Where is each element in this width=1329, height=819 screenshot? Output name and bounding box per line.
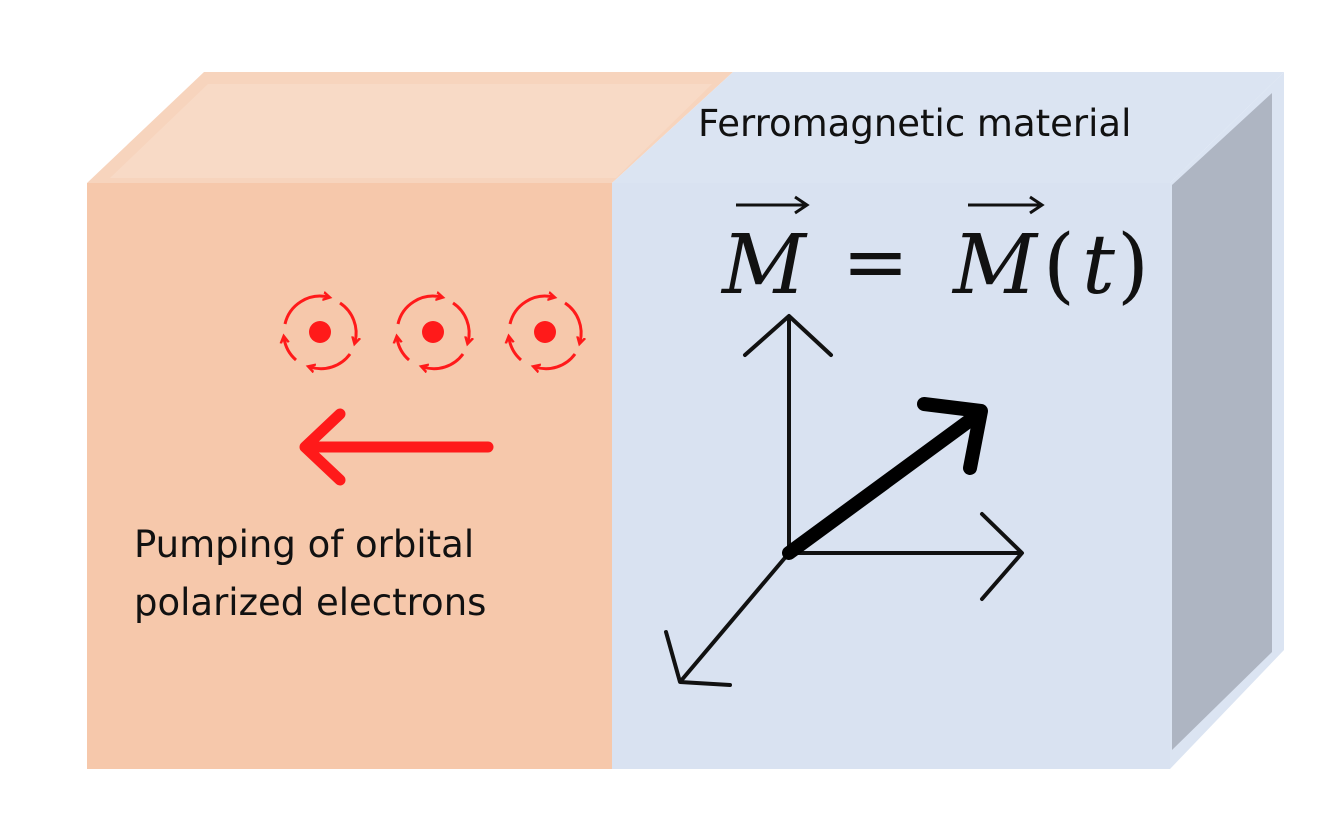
orbital-block-top-inner	[110, 84, 712, 178]
magnetization-vector-icon	[782, 397, 988, 560]
ferromagnetic-material-label: Ferromagnetic material	[698, 102, 1132, 145]
equation-lhs: M	[720, 218, 808, 313]
pumping-arrow-icon	[299, 408, 494, 486]
orbital-block-front-face	[87, 183, 613, 769]
ferro-block-top-face	[612, 72, 1284, 183]
pumping-label-line-2: polarized electrons	[134, 581, 487, 624]
pumping-label: Pumping of orbital polarized electrons	[134, 516, 486, 632]
ferro-block-side-inner	[1172, 93, 1272, 750]
equation-close-paren: )	[1117, 218, 1149, 313]
electron-1-icon	[284, 296, 356, 369]
equation-variable: t	[1082, 218, 1116, 313]
axis-right-icon	[789, 512, 1024, 601]
equation-equals: =	[842, 215, 909, 308]
equation-rhs-symbol: M	[951, 218, 1039, 313]
axis-up-icon	[743, 314, 833, 553]
equation-open-paren: (	[1043, 218, 1075, 313]
axis-diagonal-icon	[664, 551, 791, 687]
electron-2-icon	[397, 296, 469, 369]
pumping-label-line-1: Pumping of orbital	[134, 523, 475, 566]
electron-3-icon	[509, 296, 581, 369]
coordinate-axes	[664, 314, 1024, 687]
magnetization-equation: M = M ( t )	[720, 195, 1149, 313]
